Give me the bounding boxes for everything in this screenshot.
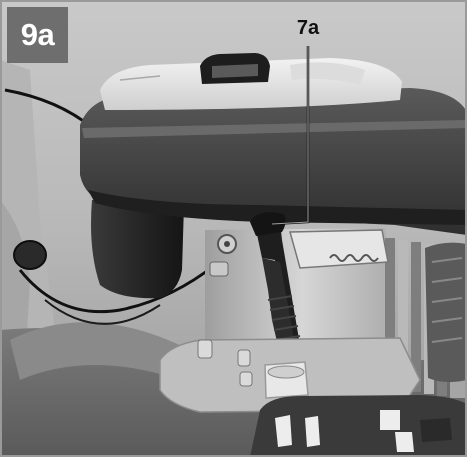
starter-drum — [425, 242, 467, 383]
oil-filler-tube — [250, 212, 301, 355]
fuel-tank — [91, 200, 184, 299]
throttle-bracket — [289, 229, 389, 269]
figure-number-badge: 9a — [7, 7, 68, 63]
callout-label-7a: 7a — [296, 17, 320, 39]
deck-hole — [13, 240, 47, 270]
governor-spring — [329, 254, 379, 262]
bolt-heads — [197, 339, 253, 387]
